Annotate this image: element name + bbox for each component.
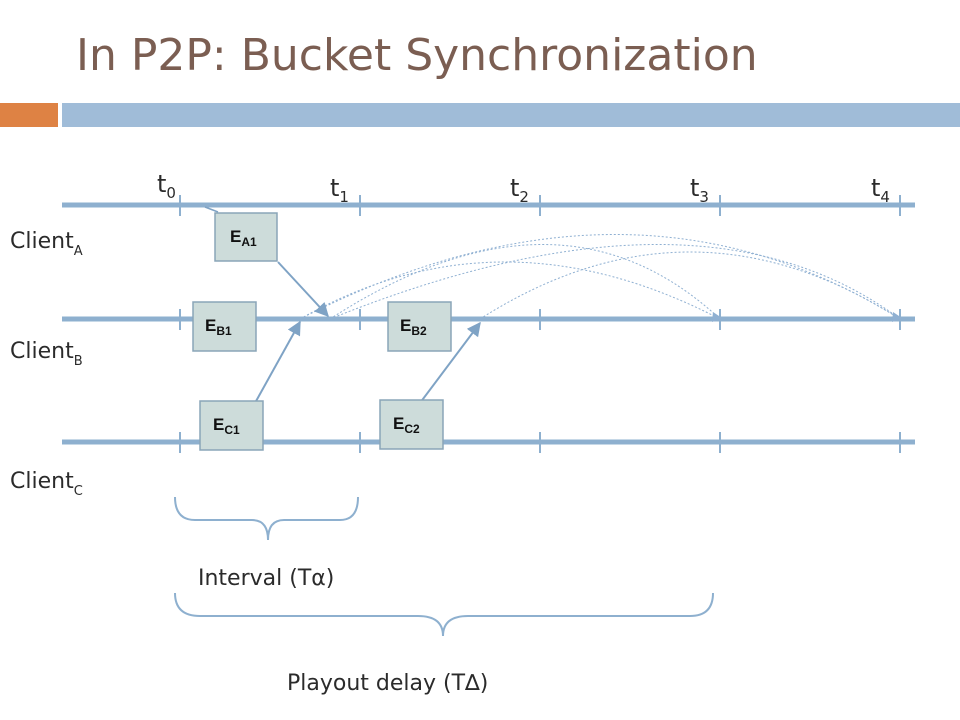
event-box-eb2: EB2 xyxy=(387,301,452,352)
time-label-t0: t0 xyxy=(157,170,176,202)
svg-text:EA1: EA1 xyxy=(230,227,257,249)
propagation-arcs xyxy=(299,234,901,320)
arc-ea1-t4 xyxy=(329,244,901,320)
playout-brace xyxy=(174,592,714,637)
arc-ea1-t3 xyxy=(329,244,721,320)
client-label-a: ClientA xyxy=(10,229,83,259)
svg-text:EB1: EB1 xyxy=(205,316,232,338)
arrow-ea1-origin xyxy=(204,206,219,213)
interval-brace xyxy=(174,496,359,541)
arrow-ea1-to-b xyxy=(277,261,329,318)
arc-endpoints xyxy=(712,312,902,322)
svg-text:EB2: EB2 xyxy=(400,316,427,338)
accent-bar-blue xyxy=(62,103,960,127)
event-box-eb1: EB1 xyxy=(192,301,257,352)
client-label-b: ClientB xyxy=(10,339,83,369)
svg-text:EC1: EC1 xyxy=(213,415,240,437)
time-label-t2: t2 xyxy=(510,174,529,206)
timeline-client-a xyxy=(62,195,915,216)
event-box-ec1: EC1 xyxy=(199,400,264,451)
arc-eb1-t3 xyxy=(299,261,721,320)
time-label-t4: t4 xyxy=(871,174,890,206)
interval-label: Interval (Tα) xyxy=(198,566,334,591)
playout-label: Playout delay (T∆) xyxy=(287,671,488,696)
arrow-ec2-to-b xyxy=(419,321,481,404)
time-label-t1: t1 xyxy=(330,174,349,206)
svg-text:EC2: EC2 xyxy=(393,414,420,436)
client-label-c: ClientC xyxy=(10,469,83,499)
timeline-client-b xyxy=(62,309,915,330)
accent-bar-orange xyxy=(0,103,58,127)
slide-title: In P2P: Bucket Synchronization xyxy=(76,30,758,81)
time-label-t3: t3 xyxy=(690,174,709,206)
arrow-ec1-to-b xyxy=(254,320,301,404)
event-box-ec2: EC2 xyxy=(379,399,444,450)
timeline-client-c xyxy=(62,432,915,453)
event-box-ea1: EA1 xyxy=(214,212,278,262)
arc-eb1-t4 xyxy=(299,234,901,320)
arc-eb2-t4 xyxy=(479,251,901,320)
